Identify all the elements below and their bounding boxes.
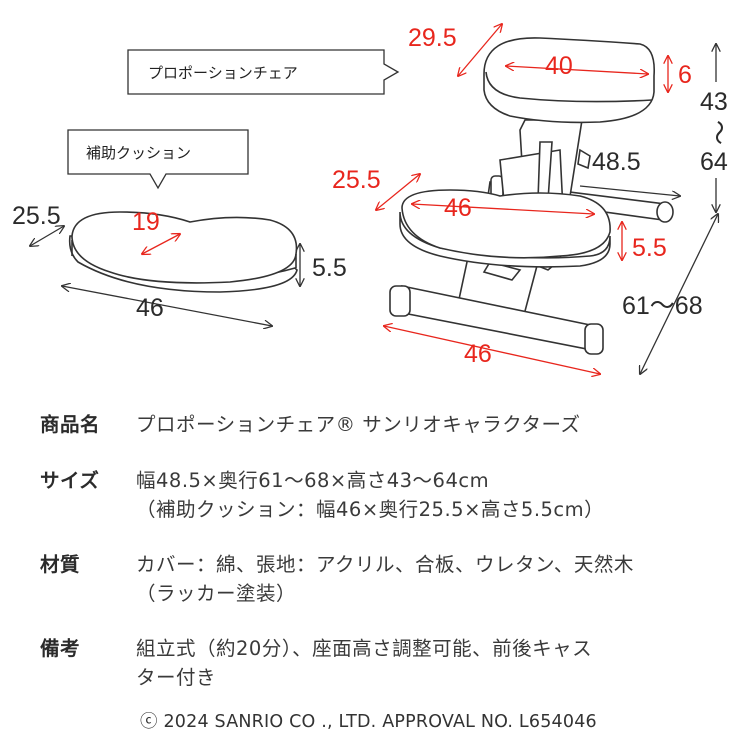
dim-knee-pad-depth: 25.5 (332, 166, 381, 194)
spec-label: サイズ (40, 469, 100, 492)
copyright-notice: ⓒ 2024 SANRIO CO ., LTD. APPROVAL NO. L6… (140, 712, 597, 732)
callout-cushion-text: 補助クッション (86, 144, 191, 162)
dim-cushion-width: 46 (136, 294, 164, 322)
spec-label: 商品名 (40, 413, 101, 436)
cushion-illustration (68, 211, 298, 293)
spec-line: カバー：綿、張地：アクリル、合板、ウレタン、天然木 (136, 553, 634, 576)
spec-value: 組立式（約20分）、座面高さ調整可能、前後キャス ター付き (136, 634, 736, 692)
dim-height-bottom: 64 (700, 148, 728, 176)
dim-frame-depth: 48.5 (592, 148, 641, 176)
dimension-labels: 29.5 40 6 43 〜 64 48.5 25.5 46 5.5 61〜68… (12, 24, 732, 368)
dim-height-sep: 〜 (704, 120, 732, 145)
spec-line: （ラッカー塗装） (136, 582, 297, 605)
spec-label: 材質 (40, 553, 81, 576)
dim-cushion-depth-inner: 19 (132, 208, 160, 236)
spec-value: 幅48.5×奥行61〜68×高さ43〜64cm （補助クッション：幅46×奥行2… (136, 466, 736, 524)
dim-seat-top-width: 40 (545, 52, 573, 80)
spec-line: 幅48.5×奥行61〜68×高さ43〜64cm (136, 469, 490, 492)
dim-knee-pad-width: 46 (444, 194, 472, 222)
spec-value: カバー：綿、張地：アクリル、合板、ウレタン、天然木 （ラッカー塗装） (136, 550, 736, 608)
dim-cushion-height: 5.5 (312, 254, 347, 282)
dim-seat-top-height: 6 (678, 61, 692, 89)
product-dimension-diagram: プロポーションチェア 補助クッション (12, 0, 732, 400)
spec-value: プロポーションチェア® サンリオキャラクターズ (136, 410, 736, 439)
dim-cushion-depth-outer: 25.5 (12, 202, 61, 230)
dim-seat-top-depth: 29.5 (408, 24, 457, 52)
spec-line: プロポーションチェア® サンリオキャラクターズ (136, 413, 581, 436)
callout-main-chair: プロポーションチェア (127, 49, 400, 95)
dim-knee-pad-height: 5.5 (632, 234, 667, 262)
callout-main-chair-text: プロポーションチェア (148, 64, 298, 82)
spec-line: 組立式（約20分）、座面高さ調整可能、前後キャス (136, 637, 593, 660)
spec-line: （補助クッション：幅46×奥行25.5×高さ5.5cm） (136, 498, 605, 521)
dim-base-width: 46 (464, 340, 492, 368)
dimension-arrows (30, 24, 718, 374)
callout-cushion: 補助クッション (67, 129, 249, 190)
spec-line: ター付き (136, 666, 217, 689)
spec-label: 備考 (40, 637, 81, 660)
dim-total-depth: 61〜68 (622, 292, 703, 320)
dim-height-top: 43 (700, 88, 728, 116)
